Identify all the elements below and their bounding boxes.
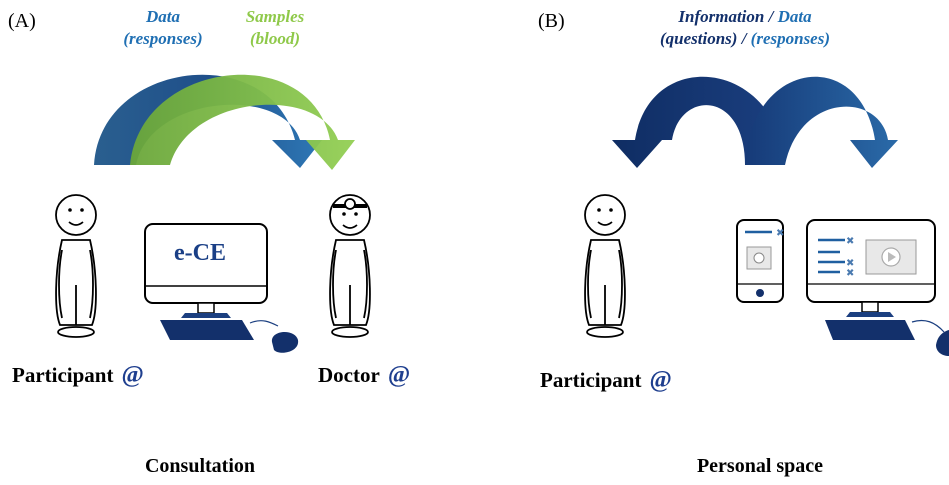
panel-b-label: (B) bbox=[538, 10, 565, 32]
consultation-caption: Consultation bbox=[144, 455, 256, 477]
e-ce-screen-text: e-CE bbox=[174, 240, 226, 266]
participant-b-figure bbox=[584, 194, 626, 338]
data-flow-title: Data bbox=[146, 7, 180, 26]
panel-a-label: (A) bbox=[8, 10, 36, 32]
participant-a-label: Participant @ bbox=[12, 362, 144, 389]
svg-text:✖: ✖ bbox=[846, 268, 854, 279]
data-flow-label: Data (responses) bbox=[118, 6, 208, 50]
svg-text:✖: ✖ bbox=[846, 236, 854, 247]
participant-a-email-icon: @ bbox=[121, 362, 144, 388]
flow-separator: / bbox=[764, 7, 778, 26]
samples-flow-title: Samples bbox=[245, 7, 305, 26]
participant-b-name: Participant bbox=[540, 368, 642, 392]
samples-flow-subtitle: (blood) bbox=[249, 29, 301, 48]
questions-label: (questions) bbox=[659, 29, 738, 48]
participant-b-label: Participant @ bbox=[540, 367, 672, 394]
svg-text:✖: ✖ bbox=[776, 228, 784, 239]
participant-b-email-icon: @ bbox=[649, 367, 672, 393]
computer-e-ce bbox=[144, 223, 299, 353]
monitor-icon: ✖ ✖ ✖ bbox=[806, 219, 949, 356]
phone-icon: ✖ bbox=[736, 219, 784, 303]
responses-label: (responses) bbox=[750, 29, 831, 48]
information-arrow bbox=[612, 76, 785, 168]
participant-a-name: Participant bbox=[12, 363, 114, 387]
doctor-name: Doctor bbox=[318, 363, 380, 387]
flow-separator-2: / bbox=[737, 29, 751, 48]
information-data-flow-label: Information / Data (questions) / (respon… bbox=[630, 6, 860, 50]
samples-arrow bbox=[130, 74, 355, 170]
information-label: Information bbox=[678, 7, 765, 26]
doctor-label: Doctor @ bbox=[318, 362, 410, 389]
participant-a-figure bbox=[55, 194, 97, 338]
samples-flow-label: Samples (blood) bbox=[225, 6, 325, 50]
doctor-figure bbox=[329, 194, 371, 338]
data-label: Data bbox=[777, 7, 812, 26]
personal-space-caption: Personal space bbox=[696, 455, 824, 477]
data-flow-subtitle: (responses) bbox=[123, 29, 203, 48]
svg-text:✖: ✖ bbox=[846, 258, 854, 269]
doctor-email-icon: @ bbox=[387, 362, 411, 388]
responses-arrow bbox=[745, 76, 898, 168]
